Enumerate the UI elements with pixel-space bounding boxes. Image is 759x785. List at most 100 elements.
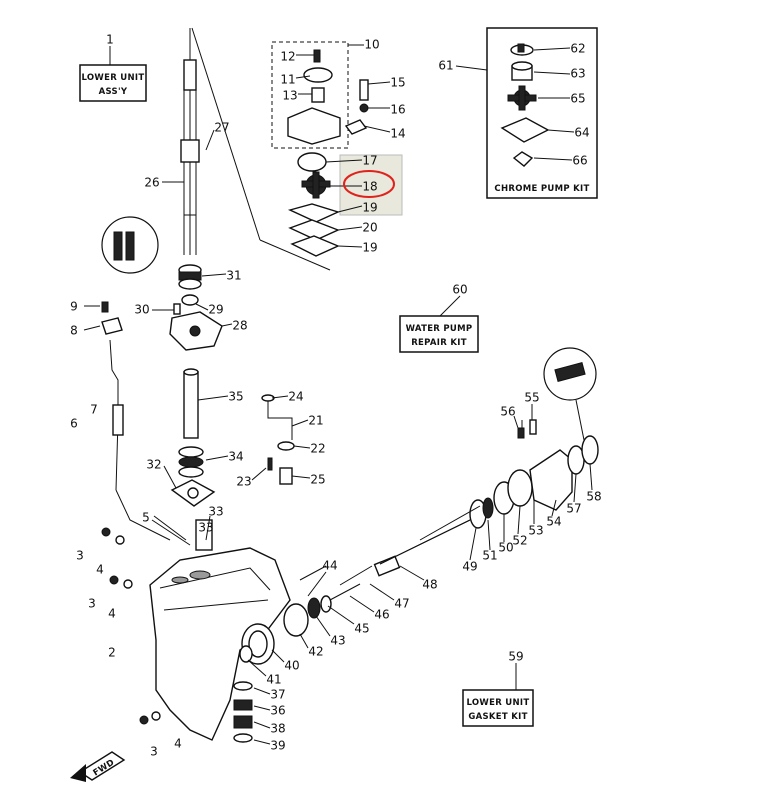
leader-line-c64: [547, 129, 575, 133]
leader-line-c62: [533, 47, 571, 51]
leader-line-c8: [83, 325, 101, 331]
screws-55-56: [517, 419, 537, 439]
callout-c4a: 4: [96, 563, 104, 577]
callout-c40: 40: [284, 659, 299, 673]
callout-c48: 48: [422, 578, 437, 592]
leader-line-c40: [271, 649, 285, 663]
callout-c50: 50: [498, 541, 513, 555]
callout-c3c: 3: [150, 745, 158, 759]
leader-line-c24: [271, 395, 289, 399]
callout-c57: 57: [566, 502, 581, 516]
callout-c26: 26: [144, 176, 159, 190]
callout-c28: 28: [232, 319, 247, 333]
housing-28: [169, 294, 223, 351]
leader-line-c19a: [337, 205, 363, 213]
bottom-bearings: [233, 623, 275, 743]
callout-c22: 22: [310, 442, 325, 456]
callout-c23: 23: [236, 475, 251, 489]
callout-c14: 14: [390, 127, 405, 141]
lower-unit-assy-line2: ASS'Y: [99, 87, 128, 97]
lower-unit-assy-line1: LOWER UNIT: [81, 73, 144, 83]
leader-line-c20: [337, 226, 363, 231]
leader-line-c37: [253, 687, 271, 695]
leader-line-c63: [533, 71, 571, 75]
callout-c29: 29: [208, 303, 223, 317]
callout-c43: 43: [330, 634, 345, 648]
leader-line-c57: [573, 473, 577, 503]
magnifier-anode: [543, 347, 597, 441]
leader-line-c14: [363, 125, 391, 133]
callout-c66: 66: [572, 154, 587, 168]
highlight-box: [339, 154, 403, 216]
fwd-arrow-icon: FWD: [70, 751, 126, 782]
callout-c4b: 4: [108, 607, 116, 621]
callout-c51: 51: [482, 549, 497, 563]
callout-c58: 58: [586, 490, 601, 504]
callout-c15: 15: [390, 76, 405, 90]
callout-c36: 36: [270, 704, 285, 718]
callout-c41: 41: [266, 673, 281, 687]
gasket-kit-label-line2: GASKET KIT: [468, 712, 527, 722]
callout-c12: 12: [280, 50, 295, 64]
callout-c11: 11: [280, 73, 295, 87]
lower-unit-assy-box: [79, 64, 147, 102]
callout-c2: 2: [108, 646, 116, 660]
callout-c39: 39: [270, 739, 285, 753]
callout-c4c: 4: [174, 737, 182, 751]
leader-line-c23: [251, 467, 267, 481]
callout-c19a: 19: [362, 201, 377, 215]
leader-line-c66: [533, 157, 573, 161]
leader-line-c32: [163, 465, 177, 489]
leader-line-c51: [487, 519, 491, 551]
leader-line-c11: [295, 75, 311, 79]
callout-c63: 63: [570, 67, 585, 81]
leader-line-c39: [253, 739, 271, 745]
callout-c3b: 3: [88, 597, 96, 611]
fitting-21: [261, 394, 295, 485]
leader-line-c19b: [337, 245, 363, 248]
callout-c47: 47: [394, 597, 409, 611]
callout-c3a: 3: [76, 549, 84, 563]
callout-c53: 53: [528, 524, 543, 538]
leader-line-c22: [293, 445, 311, 449]
leader-line-c43: [315, 615, 331, 637]
leader-line-c46: [349, 595, 375, 613]
lower-unit-gasket-kit-box: [462, 689, 534, 727]
callout-c35: 35: [228, 390, 243, 404]
leader-line-c15: [367, 81, 391, 85]
leader-line-c41: [247, 659, 267, 677]
leader-line-c58: [589, 463, 593, 491]
callout-c13: 13: [282, 89, 297, 103]
callout-c16: 16: [390, 103, 405, 117]
callout-c64: 64: [574, 126, 589, 140]
leader-line-c47: [369, 583, 395, 601]
callout-c65: 65: [570, 92, 585, 106]
water-pump-repair-kit-box: [399, 315, 479, 353]
leader-line-c49: [469, 527, 477, 561]
callout-c46: 46: [374, 608, 389, 622]
leader-line-c45: [327, 605, 355, 625]
leader-lines: [83, 44, 593, 745]
callout-c6: 6: [70, 417, 78, 431]
callout-c7: 7: [90, 403, 98, 417]
callout-c18: 18: [362, 180, 377, 194]
leader-line-c28: [221, 323, 233, 327]
chrome-pump-kit-label: CHROME PUMP KIT: [494, 184, 589, 194]
leader-line-c33a: [205, 515, 211, 541]
leader-line-c31: [201, 273, 227, 277]
lower-casing: [149, 519, 291, 741]
callout-c54: 54: [546, 515, 561, 529]
callout-c62: 62: [570, 42, 585, 56]
callout-c34: 34: [228, 450, 243, 464]
leader-line-c52: [517, 505, 521, 535]
callout-c24: 24: [288, 390, 303, 404]
leader-line-c42: [299, 633, 309, 649]
leader-line-c5: [153, 515, 187, 541]
callout-c61: 61: [438, 59, 453, 73]
drive-shaft: [180, 27, 331, 271]
callout-numbers: 1233344456789101112131415161718191920212…: [70, 33, 601, 759]
chrome-pump-kit-box: [486, 27, 598, 199]
callout-c10: 10: [364, 38, 379, 52]
callout-c49: 49: [462, 560, 477, 574]
callout-c1: 1: [106, 33, 114, 47]
